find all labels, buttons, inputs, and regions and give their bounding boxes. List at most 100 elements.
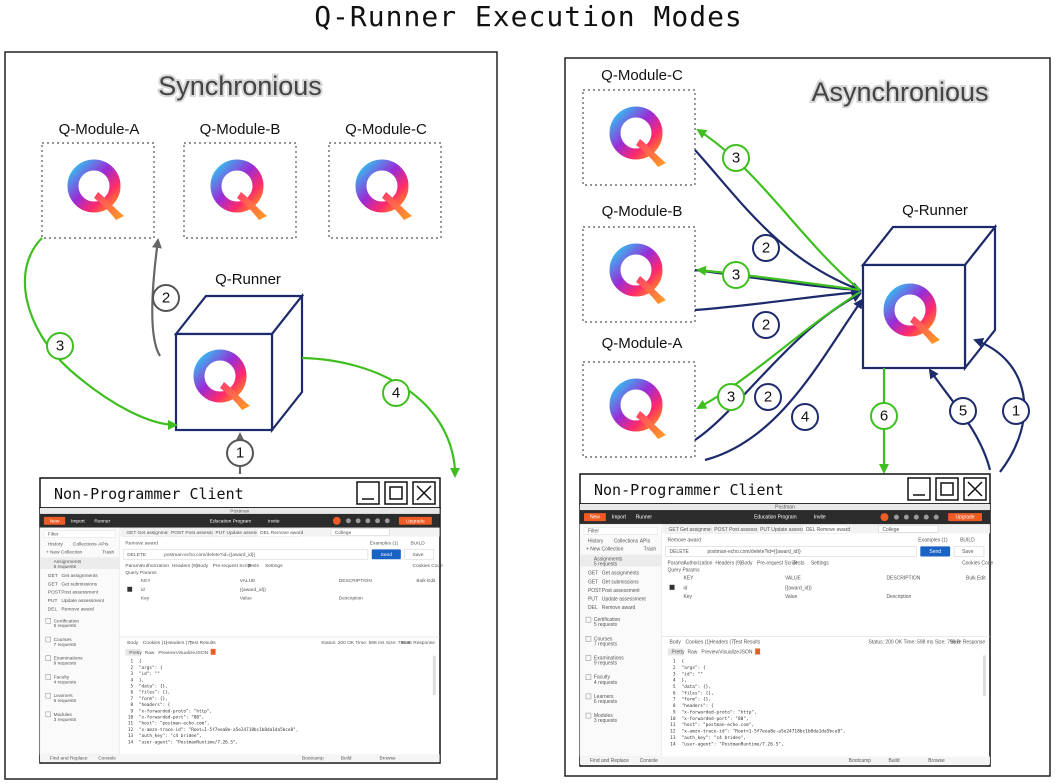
url-input[interactable]: postman-echo.com/delete?id={{award_id}} bbox=[164, 552, 255, 558]
request-item[interactable]: Get assignments bbox=[61, 573, 98, 579]
request-item[interactable]: Update assessment bbox=[61, 598, 104, 604]
header-tool-icon[interactable] bbox=[355, 518, 361, 524]
request-option-tab[interactable]: Body bbox=[741, 561, 753, 567]
request-option-tab[interactable]: Headers (9) bbox=[172, 563, 198, 569]
footer-item[interactable]: Console bbox=[98, 756, 116, 762]
new-collection-button[interactable]: + New Collection bbox=[586, 546, 624, 552]
maximize-button[interactable] bbox=[935, 477, 959, 501]
response-tab[interactable]: Body bbox=[670, 639, 682, 645]
param-cell[interactable]: id bbox=[683, 585, 687, 591]
footer-item[interactable]: Find and Replace bbox=[50, 756, 88, 762]
request-option-tab[interactable]: Headers (9) bbox=[715, 561, 742, 567]
cookies-code-links[interactable]: Cookies Code bbox=[412, 563, 443, 569]
folder-item[interactable]: Examinations bbox=[594, 656, 624, 662]
folder-item[interactable]: Courses bbox=[594, 636, 613, 642]
method-select[interactable]: DELETE bbox=[127, 552, 147, 558]
response-tab[interactable]: Headers (7) bbox=[709, 639, 736, 645]
response-view-tab[interactable]: Raw bbox=[145, 650, 155, 656]
footer-item[interactable]: Build bbox=[888, 758, 899, 764]
response-tab[interactable]: Body bbox=[127, 640, 139, 646]
folder-item[interactable]: Courses bbox=[54, 637, 73, 643]
new-collection-button[interactable]: + New Collection bbox=[46, 549, 83, 555]
sidebar-search-input[interactable] bbox=[43, 530, 116, 538]
footer-item[interactable]: Browse bbox=[379, 756, 395, 762]
request-tab[interactable] bbox=[711, 525, 756, 534]
request-item[interactable]: Post assessment bbox=[61, 590, 98, 596]
header-tool-icon[interactable] bbox=[923, 514, 929, 520]
param-cell[interactable]: {{award_id}} bbox=[785, 585, 812, 591]
invite-button[interactable]: Invite bbox=[814, 515, 826, 521]
environment-select[interactable] bbox=[878, 524, 939, 533]
request-item[interactable]: Post assessment bbox=[602, 588, 640, 594]
folder-item[interactable]: Certification bbox=[594, 617, 620, 623]
request-tab[interactable] bbox=[167, 528, 211, 537]
param-checkbox[interactable] bbox=[127, 586, 133, 592]
bulk-edit-link[interactable]: Bulk Edit bbox=[966, 576, 986, 582]
response-view-tab[interactable]: JSON bbox=[195, 650, 208, 656]
request-option-tab[interactable]: Settings bbox=[811, 561, 829, 567]
footer-item[interactable]: Browse bbox=[928, 758, 945, 764]
import-button[interactable]: Import bbox=[71, 518, 85, 524]
folder-item[interactable]: Modules bbox=[594, 713, 613, 719]
trash-button[interactable]: Trash bbox=[644, 546, 657, 552]
request-tab[interactable] bbox=[756, 525, 802, 534]
request-item[interactable]: Get submissions bbox=[602, 579, 639, 585]
folder-item[interactable]: Learners bbox=[54, 693, 74, 699]
response-view-tab[interactable]: Raw bbox=[687, 649, 697, 655]
request-item[interactable]: Remove award bbox=[61, 606, 94, 612]
import-button[interactable]: Import bbox=[612, 515, 627, 521]
sidebar-tab[interactable]: History bbox=[588, 538, 604, 544]
response-view-tab[interactable]: Pretty bbox=[129, 650, 142, 656]
request-option-tab[interactable]: Pre-request Script bbox=[757, 561, 798, 567]
header-tool-icon[interactable] bbox=[903, 514, 909, 520]
response-view-tab[interactable]: JSON bbox=[739, 649, 753, 655]
sidebar-tab[interactable]: APIs bbox=[98, 541, 109, 547]
maximize-button[interactable] bbox=[384, 481, 408, 505]
request-option-tab[interactable]: Settings bbox=[265, 563, 283, 569]
folder-item[interactable]: Faculty bbox=[54, 674, 70, 680]
footer-item[interactable]: Find and Replace bbox=[590, 758, 629, 764]
param-checkbox[interactable] bbox=[669, 584, 675, 590]
request-item[interactable]: Get submissions bbox=[61, 581, 97, 587]
folder-item[interactable]: Certification bbox=[54, 618, 80, 624]
collection-row[interactable] bbox=[40, 557, 120, 570]
sidebar-tab[interactable]: Collections bbox=[614, 538, 639, 544]
trash-button[interactable]: Trash bbox=[102, 549, 114, 555]
folder-item[interactable]: Examinations bbox=[54, 656, 84, 662]
footer-item[interactable]: Bootcamp bbox=[302, 756, 324, 762]
method-select[interactable]: DELETE bbox=[670, 549, 690, 555]
workspace-selector[interactable]: Education Program bbox=[754, 515, 796, 521]
examples-dropdown[interactable]: Examples (1) bbox=[370, 540, 399, 546]
request-tab[interactable] bbox=[665, 525, 710, 534]
request-item[interactable]: Get assignments bbox=[602, 571, 640, 577]
response-tab[interactable]: Headers (7) bbox=[166, 640, 192, 646]
header-tool-icon[interactable] bbox=[893, 514, 899, 520]
folder-item[interactable]: Learners bbox=[594, 694, 614, 700]
send-button[interactable] bbox=[920, 546, 951, 557]
response-view-tab[interactable]: Visualize bbox=[176, 650, 196, 656]
request-option-tab[interactable]: Tests bbox=[793, 561, 805, 567]
wrap-icon[interactable] bbox=[755, 648, 761, 655]
response-tab[interactable]: Cookies (1) bbox=[685, 639, 711, 645]
sidebar-tab[interactable]: History bbox=[48, 541, 64, 547]
send-button[interactable] bbox=[371, 549, 401, 560]
environment-select[interactable] bbox=[330, 528, 390, 536]
response-view-tab[interactable]: Preview bbox=[701, 649, 719, 655]
response-view-tab[interactable]: Visualize bbox=[719, 649, 739, 655]
workspace-selector[interactable]: Education Program bbox=[210, 518, 251, 524]
sidebar-tab[interactable]: Collections bbox=[73, 541, 97, 547]
runner-button[interactable]: Runner bbox=[94, 518, 110, 524]
response-tab[interactable]: Test Results bbox=[189, 640, 216, 646]
request-tab[interactable] bbox=[212, 528, 256, 537]
collection-row[interactable] bbox=[580, 554, 662, 567]
save-response-button[interactable]: Save Response bbox=[401, 640, 435, 646]
examples-dropdown[interactable]: Examples (1) bbox=[918, 537, 948, 543]
param-cell[interactable]: id bbox=[141, 587, 145, 593]
footer-item[interactable]: Build bbox=[341, 756, 352, 762]
url-input[interactable]: postman-echo.com/delete?id={{award_id}} bbox=[707, 549, 801, 555]
header-tool-icon[interactable] bbox=[384, 518, 390, 524]
upgrade-button[interactable] bbox=[398, 516, 432, 525]
folder-item[interactable]: Modules bbox=[54, 712, 73, 718]
save-button[interactable] bbox=[404, 549, 435, 560]
request-tab[interactable] bbox=[802, 525, 847, 534]
